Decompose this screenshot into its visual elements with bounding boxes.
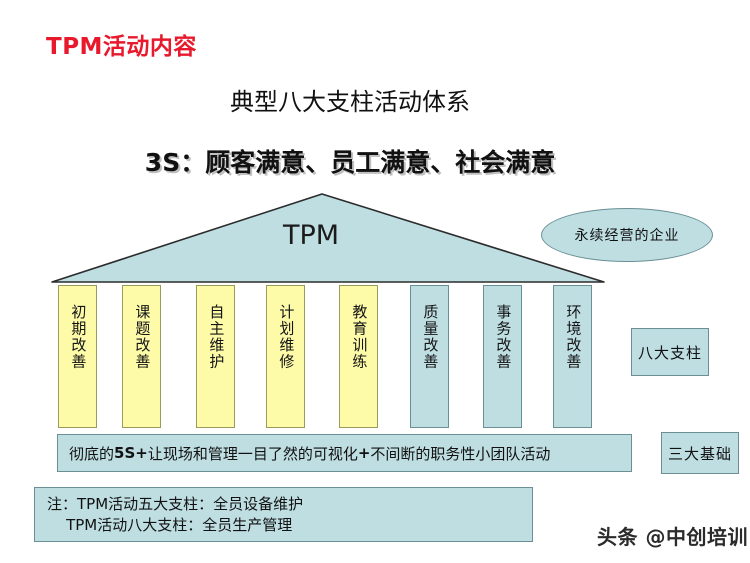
- foundation-text-5s: 5S+: [114, 444, 148, 462]
- foundation-text-c: 让现场和管理一目了然的可视化: [147, 444, 358, 463]
- pillar-5[interactable]: 教育训练: [339, 285, 378, 428]
- pillar-label: 质量改善: [421, 304, 440, 370]
- pillar-label: 课题改善: [133, 304, 152, 370]
- subtitle-heading: 典型八大支柱活动体系: [230, 88, 470, 116]
- ellipse-label: 永续经营的企业: [574, 228, 680, 244]
- pillar-7[interactable]: 事务改善: [483, 285, 522, 428]
- pillar-6[interactable]: 质量改善: [410, 285, 449, 428]
- pillar-4[interactable]: 计划维修: [266, 285, 305, 428]
- callout-three-foundations: 三大基础: [661, 432, 739, 474]
- pillar-label: 环境改善: [564, 304, 583, 370]
- foundation-text-e: 不间断的职务性小团队活动: [370, 444, 551, 463]
- foundation-text-a: 彻底的: [69, 444, 115, 463]
- foundation-text-plus: +: [357, 444, 371, 462]
- eight-pillars-label: 八大支柱: [637, 343, 702, 362]
- pillar-1[interactable]: 初期改善: [58, 285, 97, 428]
- pillar-label: 初期改善: [69, 304, 88, 370]
- note-box: 注：TPM活动五大支柱：全员设备维护 TPM活动八大支柱：全员生产管理: [34, 487, 533, 542]
- pillar-3[interactable]: 自主维护: [196, 285, 235, 428]
- pillar-label: 教育训练: [350, 304, 369, 370]
- callout-eight-pillars: 八大支柱: [631, 328, 709, 376]
- page-title: TPM活动内容: [46, 34, 197, 60]
- pillar-label: 计划维修: [277, 304, 296, 370]
- three-s-statement: 3S：顾客满意、员工满意、社会满意: [144, 148, 556, 177]
- house-roof: [51, 193, 605, 283]
- three-foundations-label: 三大基础: [667, 444, 732, 463]
- watermark: 头条 @中创培训: [597, 525, 748, 549]
- pillar-2[interactable]: 课题改善: [122, 285, 161, 428]
- callout-ellipse-sustainable-enterprise: 永续经营的企业: [541, 208, 713, 262]
- pillar-label: 自主维护: [207, 304, 226, 370]
- pillar-label: 事务改善: [494, 304, 513, 370]
- roof-label: TPM: [283, 220, 340, 251]
- pillar-8[interactable]: 环境改善: [553, 285, 592, 428]
